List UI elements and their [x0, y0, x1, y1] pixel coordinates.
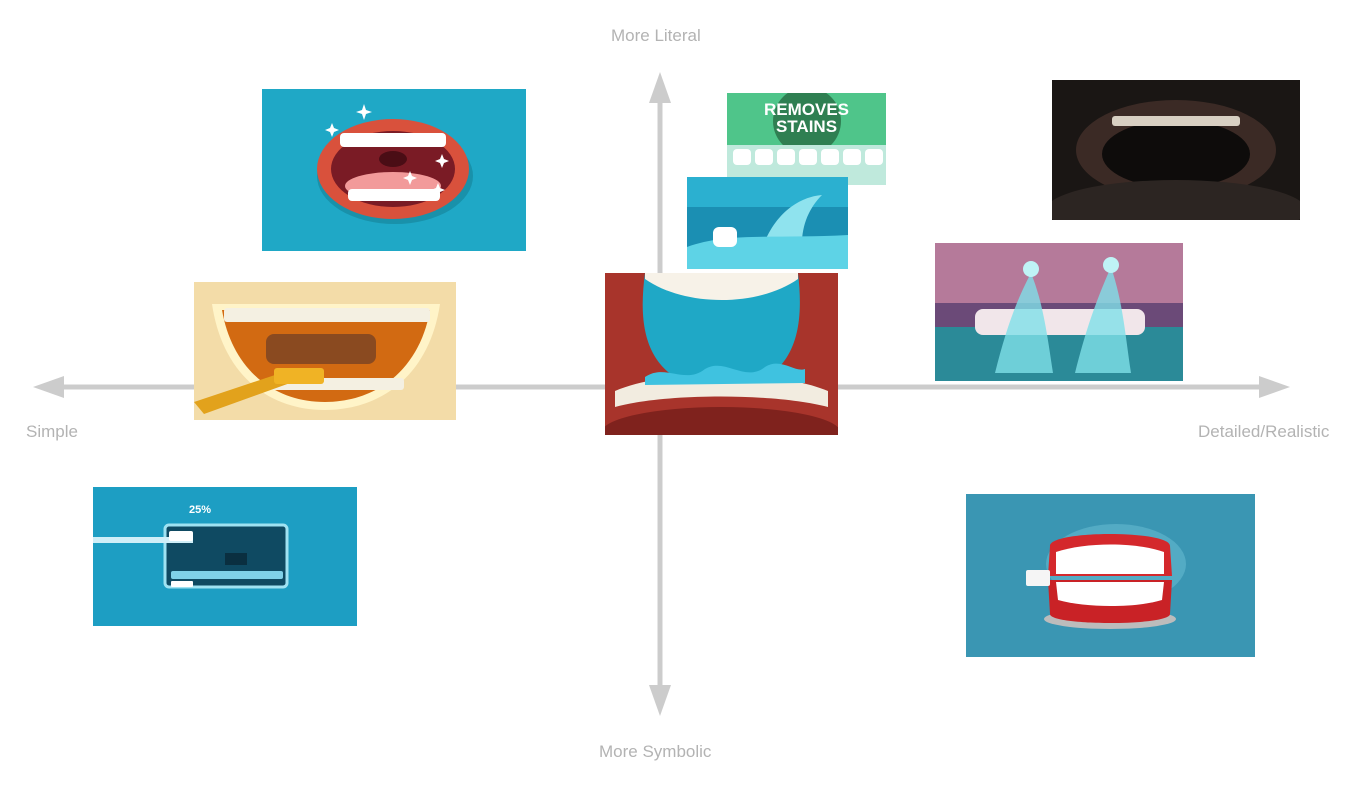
thumb-chattering-teeth: [966, 494, 1255, 657]
axis-label-left: Simple: [26, 422, 78, 441]
thumb-water-splash: [687, 177, 848, 269]
thumb-dark-mouth: [1052, 80, 1300, 220]
axis-label-right: Detailed/Realistic: [1198, 422, 1330, 441]
thumb-removes-stains: REMOVES STAINS: [727, 93, 886, 185]
axis-label-top: More Literal: [611, 26, 701, 45]
arrow-down-icon: [649, 685, 671, 716]
arrow-right-icon: [1259, 376, 1290, 398]
arrow-left-icon: [33, 376, 64, 398]
thumb-water-teeth-cartoon: [605, 273, 838, 435]
removes-stains-text: REMOVES STAINS: [763, 100, 850, 136]
thumb-plaque-microscopic: [935, 243, 1183, 381]
axis-label-bottom: More Symbolic: [599, 742, 712, 761]
thumb-brushing-progress: 25%: [93, 487, 357, 626]
arrow-up-icon: [649, 72, 671, 103]
progress-percent-text: 25%: [189, 504, 212, 516]
thumb-sparkle-mouth: [262, 89, 526, 251]
thumb-toothbrush-mouth: [194, 282, 456, 420]
